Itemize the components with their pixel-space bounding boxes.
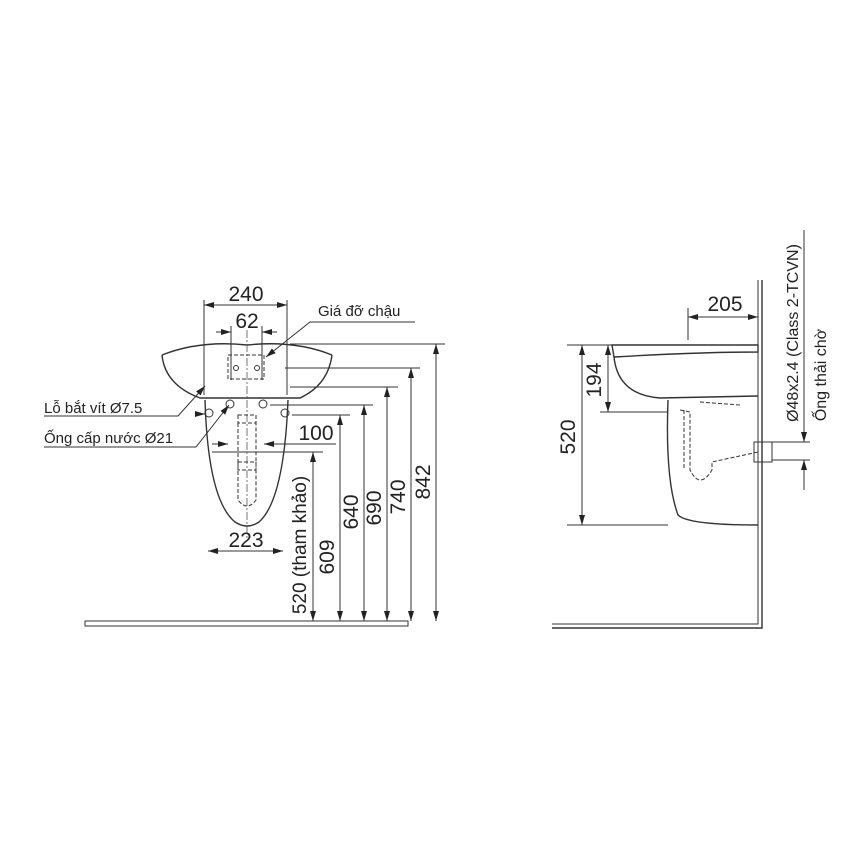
basin-front [161, 330, 333, 540]
dim-520-reference: 520 (tham khảo) [290, 476, 311, 614]
dim-690: 690 [363, 490, 386, 525]
front-view: 240 62 Giá đỡ chậu Lỗ bắt vít Ø7.5 Ống c… [44, 283, 445, 627]
dim-240: 240 [228, 283, 263, 306]
dim-609: 609 [316, 539, 339, 574]
pedestal-front [204, 399, 290, 527]
basin-side [611, 344, 773, 526]
label-waste-pipe: Ống thải chờ [810, 328, 830, 421]
dim-100: 100 [298, 422, 333, 445]
dim-640: 640 [340, 494, 363, 529]
dim-740: 740 [387, 479, 410, 514]
dim-520: 520 [557, 419, 580, 454]
label-screw-hole: Lỗ bắt vít Ø7.5 [44, 400, 142, 417]
dim-223: 223 [228, 529, 263, 552]
label-pipe-spec: Ø48x2.4 (Class 2-TCVN) [785, 244, 802, 422]
side-view: 205 520 194 Ø48x2.4 (Class 2-TCVN) Ống t… [552, 230, 830, 629]
wall-and-floor [552, 280, 763, 629]
label-supply-pipe: Ống cấp nước Ø21 [44, 429, 173, 447]
dim-194: 194 [583, 362, 606, 397]
dim-62: 62 [235, 310, 258, 333]
floor [84, 620, 409, 627]
dim-842: 842 [412, 464, 435, 499]
label-bracket: Giá đỡ chậu [318, 303, 400, 320]
dim-205: 205 [707, 293, 742, 316]
